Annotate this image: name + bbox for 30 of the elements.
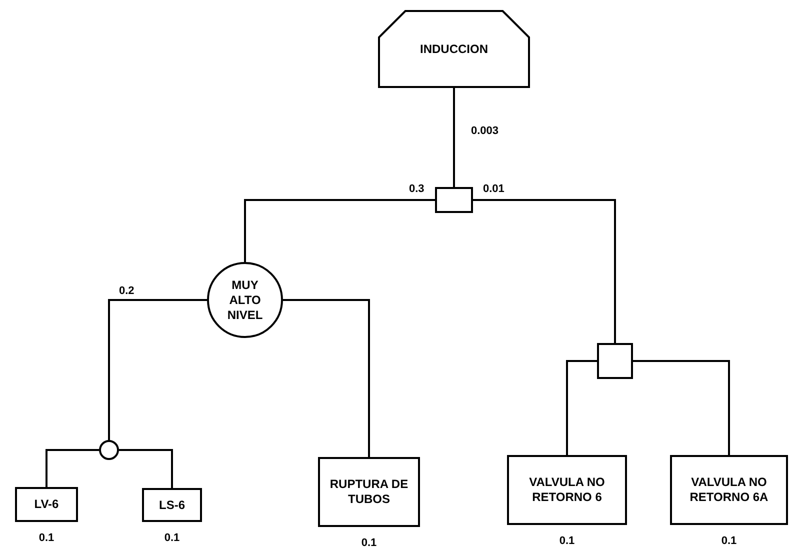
- gate-circle: [99, 440, 119, 460]
- node-label: VALVULA NO RETORNO 6A: [688, 475, 770, 505]
- edge-label: 0.3: [408, 184, 426, 195]
- probability-label: 0.1: [721, 534, 737, 549]
- connector-line: [453, 88, 455, 187]
- node-label: RUPTURA DE TUBOS: [328, 477, 410, 507]
- connector-line: [283, 299, 370, 457]
- connector-line: [46, 449, 99, 487]
- connector-line: [119, 449, 173, 488]
- node-label: LV-6: [34, 497, 59, 512]
- connector-line: [633, 360, 730, 455]
- edge-label: 0.01: [482, 184, 506, 195]
- connector-line: [108, 299, 207, 440]
- connector-line: [244, 199, 435, 262]
- edge-label: 0.003: [470, 126, 500, 137]
- gate-box: [435, 187, 473, 213]
- top-event-box: [378, 10, 530, 88]
- probability-label: 0.1: [361, 536, 377, 551]
- edge-label: 0.2: [118, 286, 136, 297]
- node-label: MUY ALTO NIVEL: [226, 278, 264, 322]
- event-circle: [207, 262, 283, 338]
- connector-line: [566, 360, 597, 455]
- connector-line: [473, 199, 616, 343]
- node-label: VALVULA NO RETORNO 6: [528, 475, 606, 505]
- node-label: INDUCCION: [420, 42, 488, 56]
- probability-label: 0.1: [164, 531, 180, 546]
- node-label: LS-6: [158, 498, 185, 512]
- probability-label: 0.1: [559, 534, 575, 549]
- gate-box: [597, 343, 633, 379]
- probability-label: 0.1: [38, 531, 54, 546]
